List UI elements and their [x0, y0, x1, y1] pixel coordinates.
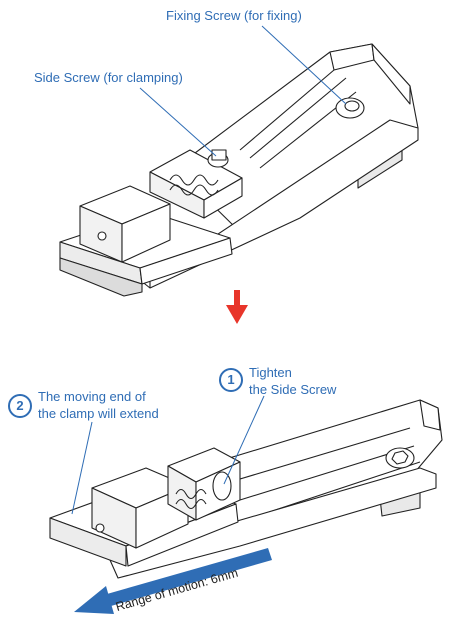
fixing-screw-leader: [261, 25, 347, 105]
side-screw-leader: [139, 87, 217, 157]
tighten-leader: [223, 395, 265, 485]
step-2-badge: 2: [8, 394, 32, 418]
step-2-line-1: The moving end of: [38, 389, 146, 404]
step-1-line-2: the Side Screw: [249, 382, 337, 397]
motion-arrow-icon: [74, 548, 272, 614]
extend-leader: [71, 421, 93, 515]
top-clamp-illustration: [59, 43, 419, 297]
down-arrow-icon: [226, 290, 248, 324]
step-2-line-2: the clamp will extend: [38, 406, 159, 421]
fixing-screw-label: Fixing Screw (for fixing): [166, 8, 302, 23]
step-1-line-1: Tighten: [249, 365, 292, 380]
step-1-badge: 1: [219, 368, 243, 392]
side-screw-label: Side Screw (for clamping): [34, 70, 183, 85]
bottom-clamp-illustration: [49, 399, 443, 579]
